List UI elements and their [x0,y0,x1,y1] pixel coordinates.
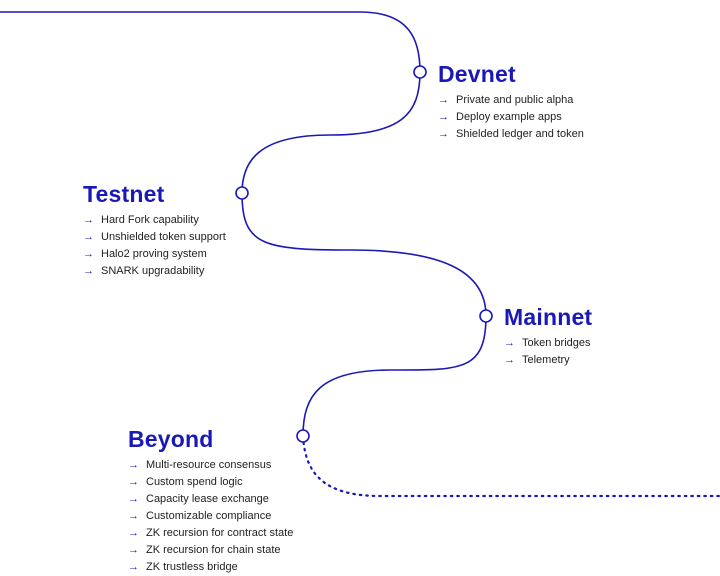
list-item: →Token bridges [504,335,592,352]
stage-devnet: Devnet →Private and public alpha →Deploy… [438,61,584,143]
stage-title-devnet: Devnet [438,61,516,87]
list-item: →ZK trustless bridge [128,559,293,576]
arrow-right-icon: → [83,231,94,243]
arrow-right-icon: → [504,337,515,349]
stage-mainnet: Mainnet →Token bridges →Telemetry [504,304,592,369]
arrow-right-icon: → [438,111,449,123]
feature-list-testnet: →Hard Fork capability →Unshielded token … [83,212,226,280]
milestone-node-devnet [413,65,427,79]
arrow-right-icon: → [128,476,139,488]
list-item: →Halo2 proving system [83,246,226,263]
arrow-right-icon: → [128,459,139,471]
roadmap-line-solid [0,11,487,437]
arrow-right-icon: → [128,544,139,556]
stage-beyond: Beyond →Multi-resource consensus →Custom… [128,426,293,576]
list-item: →Customizable compliance [128,508,293,525]
arrow-right-icon: → [128,493,139,505]
arrow-right-icon: → [128,510,139,522]
list-item: →ZK recursion for contract state [128,525,293,542]
stage-testnet: Testnet →Hard Fork capability →Unshielde… [83,181,226,280]
arrow-right-icon: → [83,214,94,226]
roadmap-line-dotted [301,434,720,498]
arrow-right-icon: → [438,94,449,106]
arrow-right-icon: → [83,248,94,260]
arrow-right-icon: → [128,561,139,573]
list-item: →Hard Fork capability [83,212,226,229]
list-item: →Unshielded token support [83,229,226,246]
stage-title-mainnet: Mainnet [504,304,593,330]
milestone-node-mainnet [479,309,493,323]
list-item: →Multi-resource consensus [128,457,293,474]
list-item: →Deploy example apps [438,109,584,126]
arrow-right-icon: → [504,354,515,366]
feature-list-mainnet: →Token bridges →Telemetry [504,335,592,369]
arrow-right-icon: → [83,265,94,277]
stage-title-beyond: Beyond [128,426,214,452]
stage-title-testnet: Testnet [83,181,165,207]
list-item: →SNARK upgradability [83,263,226,280]
list-item: →ZK recursion for chain state [128,542,293,559]
arrow-right-icon: → [438,128,449,140]
milestone-node-testnet [235,186,249,200]
list-item: →Shielded ledger and token [438,126,584,143]
list-item: →Telemetry [504,352,592,369]
milestone-node-beyond [296,429,310,443]
list-item: →Private and public alpha [438,92,584,109]
feature-list-beyond: →Multi-resource consensus →Custom spend … [128,457,293,576]
list-item: →Custom spend logic [128,474,293,491]
feature-list-devnet: →Private and public alpha →Deploy exampl… [438,92,584,143]
arrow-right-icon: → [128,527,139,539]
list-item: →Capacity lease exchange [128,491,293,508]
